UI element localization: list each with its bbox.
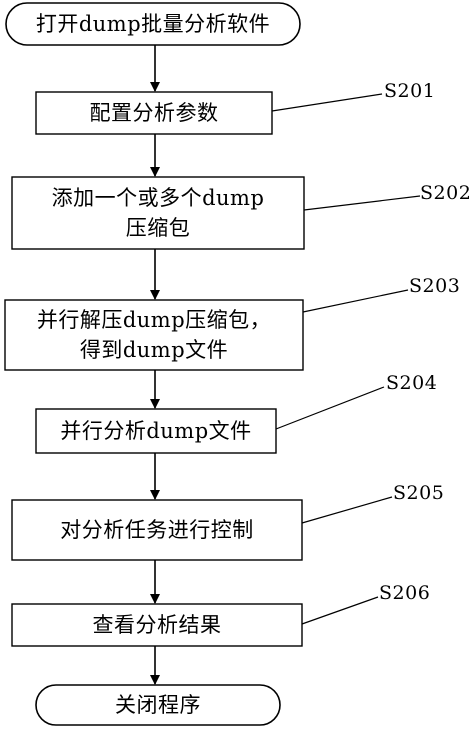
leader-line-s202 [303, 195, 421, 211]
end-terminal-label: 关闭程序 [115, 693, 201, 717]
start-terminal-label: 打开dump批量分析软件 [35, 12, 271, 36]
step-box-s205 [11, 499, 303, 561]
leader-line-s206 [301, 596, 379, 625]
start-terminal-shape [5, 2, 301, 46]
step-id-s204: S204 [386, 372, 438, 394]
step-box-s203 [4, 299, 304, 371]
step-box-s206 [11, 603, 303, 647]
step-text-s202: 添加一个或多个dump压缩包 [51, 186, 265, 240]
leader-line-s203 [302, 289, 409, 313]
step-id-s202: S202 [420, 182, 472, 204]
step-text-s201: 配置分析参数 [89, 101, 219, 125]
step-id-s205: S205 [393, 482, 445, 504]
step-text-s206: 查看分析结果 [92, 613, 222, 637]
step-box-s201 [35, 91, 273, 135]
step-box-s202 [11, 176, 305, 250]
leader-line-s201 [271, 93, 383, 112]
step-id-s201: S201 [384, 80, 436, 102]
step-text-s204: 并行分析dump文件 [60, 419, 252, 443]
step-box-s204 [35, 408, 277, 454]
step-id-s206: S206 [379, 582, 431, 604]
end-terminal-shape [35, 684, 281, 726]
step-id-s203: S203 [409, 275, 461, 297]
leader-line-s204 [275, 386, 385, 430]
step-text-s205: 对分析任务进行控制 [60, 518, 254, 542]
leader-line-s205 [301, 496, 393, 524]
step-text-s203: 并行解压dump压缩包，得到dump文件 [36, 308, 272, 362]
